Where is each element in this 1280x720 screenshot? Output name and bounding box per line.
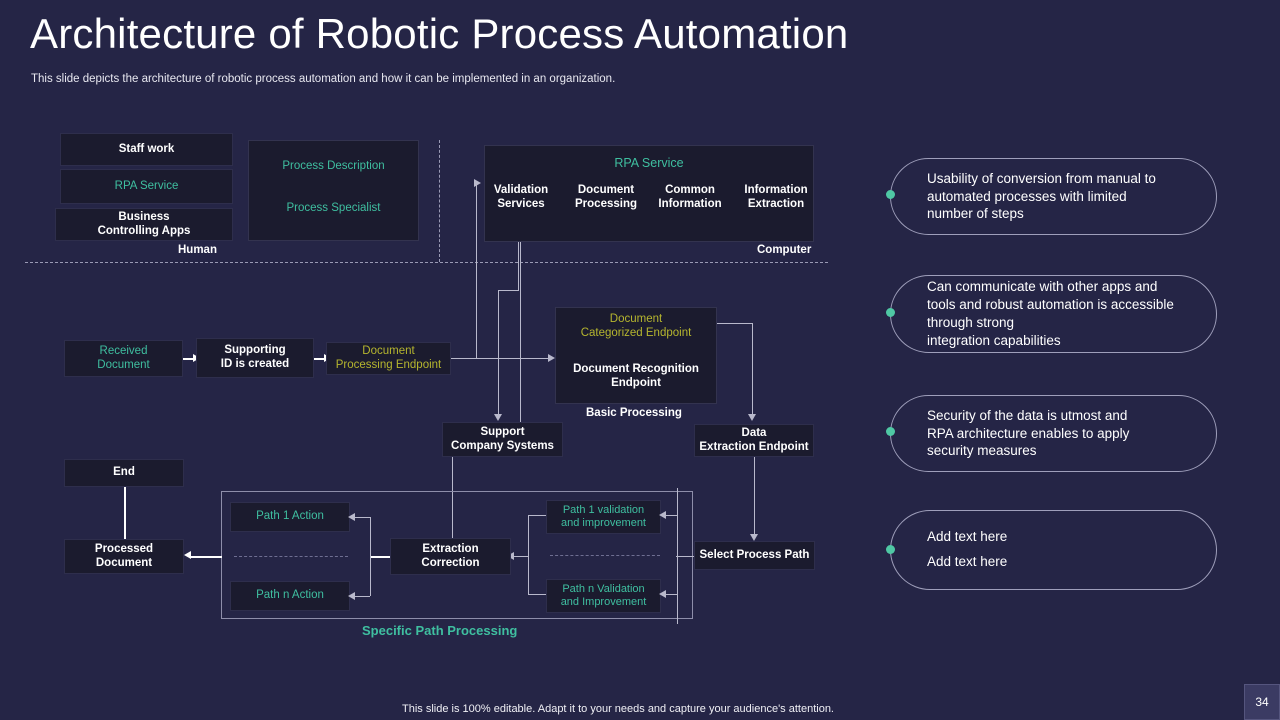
connector-rpa-docproc-down2 xyxy=(498,290,499,418)
node-supporting-id[interactable]: Supporting ID is created xyxy=(196,338,314,378)
connector-pathn-validation-to-collector xyxy=(528,594,546,595)
node-information-extraction[interactable]: Information Extraction xyxy=(744,184,808,210)
node-path-1-action[interactable]: Path 1 Action xyxy=(230,502,350,532)
callout-1-text: Usability of conversion from manual to a… xyxy=(927,170,1156,222)
node-document-categorized-endpoint[interactable]: Document Categorized Endpoint xyxy=(580,313,692,339)
panel-basic-processing xyxy=(555,307,717,404)
node-document-processing-endpoint[interactable]: Document Processing Endpoint xyxy=(326,342,451,375)
arrowhead-into-data-extraction-endpoint xyxy=(748,414,756,421)
connector-path1-validation-to-collector xyxy=(528,515,546,516)
node-rpa-service-human[interactable]: RPA Service xyxy=(60,169,233,204)
page-number-badge: 34 xyxy=(1244,684,1280,720)
connector-validation-collector-vertical xyxy=(528,515,529,594)
node-business-controlling-apps[interactable]: Business Controlling Apps xyxy=(55,208,233,241)
connector-validation-bus-vertical xyxy=(677,488,678,624)
panel-process-info xyxy=(248,140,419,241)
callout-4-text: Add text here Add text here xyxy=(927,529,1008,569)
connector-actions-to-processed-document xyxy=(190,556,222,558)
node-processed-document[interactable]: Processed Document xyxy=(64,539,184,574)
divider-path-actions-ellipsis xyxy=(234,556,348,557)
node-process-specialist[interactable]: Process Specialist xyxy=(286,202,381,215)
arrowhead-into-support-company-systems xyxy=(494,414,502,421)
page-title: Architecture of Robotic Process Automati… xyxy=(30,10,849,57)
footer-note: This slide is 100% editable. Adapt it to… xyxy=(402,703,834,715)
callout-4[interactable]: Add text here Add text here xyxy=(890,510,1217,590)
arrowhead-into-path-n-action xyxy=(348,592,355,600)
arrowhead-into-validation-services xyxy=(474,179,481,187)
connector-extraction-to-actions-bus xyxy=(370,556,390,558)
arrowhead-into-path-n-validation xyxy=(659,590,666,598)
node-path-n-action[interactable]: Path n Action xyxy=(230,581,350,611)
divider-human-computer-vertical xyxy=(439,140,440,262)
divider-path-validations-ellipsis xyxy=(550,555,660,556)
node-common-information[interactable]: Common Information xyxy=(658,184,722,210)
callout-3-text: Security of the data is utmost and RPA a… xyxy=(927,407,1130,459)
arrowhead-into-select-process-path xyxy=(750,534,758,541)
node-document-recognition-endpoint[interactable]: Document Recognition Endpoint xyxy=(573,363,699,389)
caption-basic-processing: Basic Processing xyxy=(586,407,682,419)
divider-zone-baseline xyxy=(25,262,828,263)
node-received-document[interactable]: Received Document xyxy=(64,340,183,377)
connector-basic-to-dee-horizontal xyxy=(717,323,752,324)
connector-rpa-docproc-left xyxy=(498,290,519,291)
connector-validation-down xyxy=(520,242,521,422)
node-validation-services[interactable]: Validation Services xyxy=(493,184,549,210)
connector-bus-to-pathn-action xyxy=(352,596,370,597)
page-subtitle: This slide depicts the architecture of r… xyxy=(31,73,616,85)
connector-received-to-supporting xyxy=(183,358,195,360)
node-document-processing[interactable]: Document Processing xyxy=(575,184,637,210)
panel-rpa-service-title: RPA Service xyxy=(614,155,684,170)
connector-bus-to-pathn-validation xyxy=(663,594,677,595)
arrowhead-into-basic-processing xyxy=(548,353,555,362)
connector-dee-to-select-path xyxy=(754,457,755,537)
connector-dpe-to-basic-processing xyxy=(451,358,550,359)
connector-bus-to-path1-validation xyxy=(663,515,677,516)
node-end[interactable]: End xyxy=(64,459,184,487)
connector-selectpath-left-stub xyxy=(676,556,694,557)
callout-2-dot xyxy=(886,308,895,317)
panel-rpa-service xyxy=(484,145,814,242)
connector-rpa-docproc-down xyxy=(518,242,519,290)
node-process-description[interactable]: Process Description xyxy=(282,160,385,173)
caption-human: Human xyxy=(178,244,217,256)
callout-3[interactable]: Security of the data is utmost and RPA a… xyxy=(890,395,1217,472)
connector-dpe-up-to-rpa xyxy=(476,183,477,359)
caption-computer: Computer xyxy=(757,244,812,256)
outline-specific-path-processing xyxy=(221,491,693,619)
node-select-process-path[interactable]: Select Process Path xyxy=(694,541,815,570)
connector-actions-bus-vertical xyxy=(370,517,371,596)
node-staff-work[interactable]: Staff work xyxy=(60,133,233,166)
node-path-n-validation[interactable]: Path n Validation and Improvement xyxy=(546,579,661,613)
connector-supporting-to-dpe xyxy=(314,358,326,360)
node-support-company-systems[interactable]: Support Company Systems xyxy=(442,422,563,457)
callout-2[interactable]: Can communicate with other apps and tool… xyxy=(890,275,1217,353)
arrowhead-into-processed-document xyxy=(184,551,191,559)
arrowhead-into-path-1-validation xyxy=(659,511,666,519)
node-data-extraction-endpoint[interactable]: Data Extraction Endpoint xyxy=(694,424,814,457)
node-extraction-correction[interactable]: Extraction Correction xyxy=(390,538,511,575)
connector-support-down-to-extraction xyxy=(452,457,453,550)
callout-3-dot xyxy=(886,427,895,436)
callout-2-text: Can communicate with other apps and tool… xyxy=(927,279,1174,348)
connector-basic-to-dee-vertical xyxy=(752,323,753,416)
callout-4-dot xyxy=(886,545,895,554)
callout-1[interactable]: Usability of conversion from manual to a… xyxy=(890,158,1217,235)
connector-collector-to-extraction-correction xyxy=(511,556,528,557)
arrowhead-into-path-1-action xyxy=(348,513,355,521)
caption-specific-path-processing: Specific Path Processing xyxy=(362,623,518,638)
connector-bus-to-path1-action xyxy=(352,517,370,518)
connector-processed-to-end xyxy=(124,485,126,539)
node-path-1-validation[interactable]: Path 1 validation and improvement xyxy=(546,500,661,534)
callout-1-dot xyxy=(886,190,895,199)
